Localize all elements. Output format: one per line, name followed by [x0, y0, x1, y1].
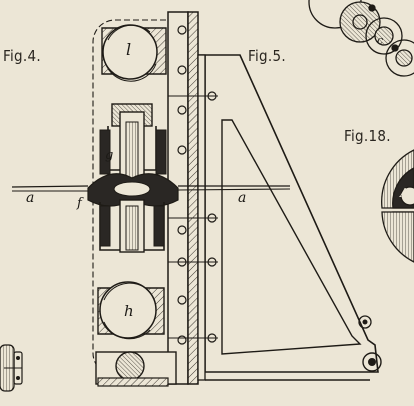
letter-a-right: a	[238, 190, 247, 206]
letter-l: l	[126, 40, 132, 59]
letter-a-left: a	[26, 190, 35, 206]
letter-A: A	[400, 186, 409, 200]
fig5-label: Fig.5.	[248, 47, 286, 65]
fig18-side-fragment	[381, 149, 414, 263]
fig4-fragment	[0, 344, 23, 392]
fig4-label: Fig.4.	[3, 47, 41, 65]
letter-h: h	[124, 302, 134, 320]
letter-f: f	[77, 196, 82, 211]
fig5-mechanism	[11, 11, 382, 387]
fig18-top-fragment	[308, 0, 414, 77]
fig18-label: Fig.18.	[344, 127, 391, 145]
letter-g: g	[105, 148, 114, 163]
letter-c: c	[377, 34, 384, 47]
